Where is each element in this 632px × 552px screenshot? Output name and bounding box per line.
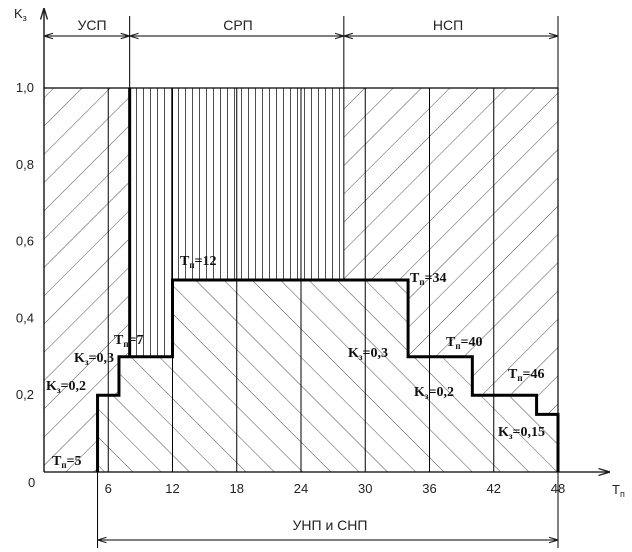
zone-dimension-lines	[44, 16, 559, 548]
label-tp-40: Tп=40	[446, 335, 483, 351]
zone-label-usp: УСП	[77, 17, 106, 33]
x-tick-30: 30	[358, 481, 372, 496]
zone-label-unp-snp: УНП и СНП	[293, 517, 368, 533]
label-kz-0-3-right: Kз=0,3	[348, 346, 388, 362]
upper-right-hatched-region	[343, 88, 558, 415]
label-tp-34: Tп=34	[410, 271, 447, 287]
x-tick-12: 12	[165, 481, 179, 496]
x-tick-42: 42	[487, 481, 501, 496]
y-tick-0,8: 0,8	[16, 157, 34, 172]
zone-label-srp: СРП	[223, 17, 253, 33]
label-tp-46: Tп=46	[508, 367, 545, 383]
x-axis-label: Tп	[612, 482, 625, 499]
x-tick-36: 36	[422, 481, 436, 496]
label-tp-7: Tп=7	[114, 333, 144, 349]
y-tick-0,2: 0,2	[16, 387, 34, 402]
label-kz-0-3-left: Kз=0,3	[74, 351, 114, 367]
label-tp-12: Tп=12	[180, 254, 217, 270]
y-tick-0,4: 0,4	[16, 310, 34, 325]
y-tick-1,0: 1,0	[16, 80, 34, 95]
y-tick-0,6: 0,6	[16, 234, 34, 249]
lower-hatched-region	[97, 280, 558, 472]
label-tp-5: Tп=5	[52, 454, 82, 470]
label-kz-0-15: Kз=0,15	[498, 425, 545, 441]
x-tick-6: 6	[105, 481, 112, 496]
x-tick-24: 24	[294, 481, 308, 496]
y-tick-labels: 0,2 0,4 0,6 0,8 1,0	[16, 80, 34, 402]
zone-boundary-line	[96, 278, 560, 472]
origin-label: 0	[28, 475, 35, 490]
y-axis-label: Kз	[14, 6, 27, 23]
zone-label-nsp: НСП	[433, 17, 463, 33]
label-kz-0-2-left: Kз=0,2	[46, 379, 86, 395]
label-kz-0-2-right: Kз=0,2	[414, 385, 454, 401]
x-tick-18: 18	[230, 481, 244, 496]
